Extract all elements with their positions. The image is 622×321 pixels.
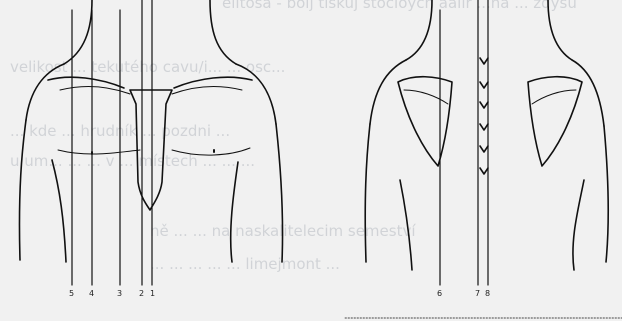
- line-number-1: 1: [150, 289, 155, 298]
- line-number-2: 2: [139, 289, 144, 298]
- line-number-5: 5: [69, 289, 74, 298]
- back-reference-lines: [440, 0, 488, 285]
- back-torso-outline: [365, 0, 608, 270]
- back-line-numbers: 6 7 8: [437, 289, 490, 298]
- line-number-7: 7: [475, 289, 480, 298]
- line-number-4: 4: [89, 289, 94, 298]
- front-torso-outline: [19, 0, 282, 262]
- line-number-8: 8: [485, 289, 490, 298]
- line-number-3: 3: [117, 289, 122, 298]
- line-number-6: 6: [437, 289, 442, 298]
- front-line-numbers: 5 4 3 2 1: [69, 289, 155, 298]
